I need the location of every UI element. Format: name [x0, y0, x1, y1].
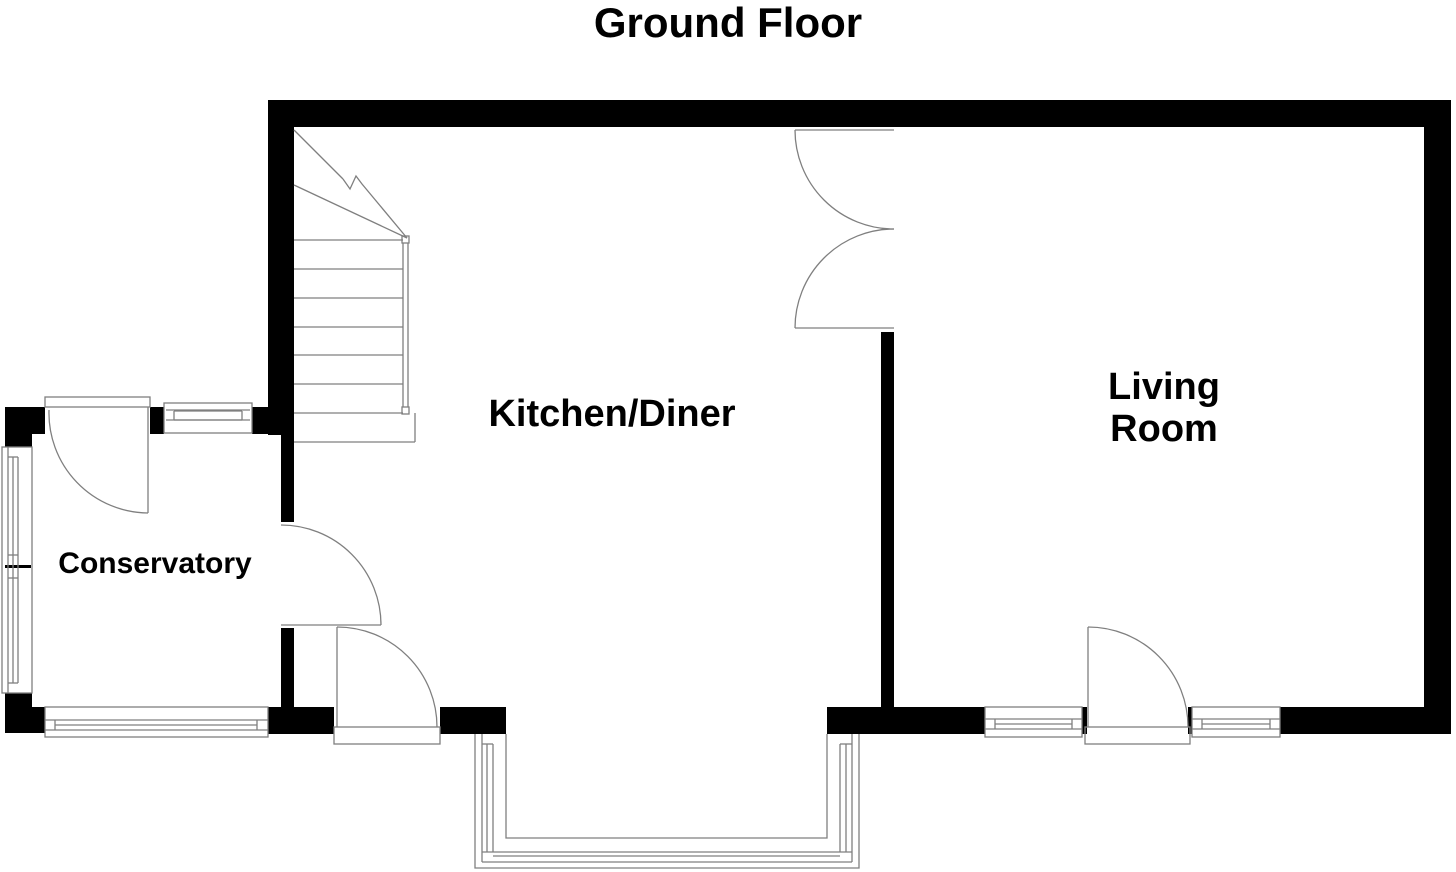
double-door-kitchen-living [794, 129, 895, 329]
wall-kitchen-left-mid [281, 430, 294, 522]
staircase [293, 129, 416, 443]
floor-title: Ground Floor [593, 0, 863, 46]
wall-bottom-kitchen-left [440, 707, 506, 734]
kitchen-bay-window [474, 734, 860, 869]
wall-bottom-kitchen-right [827, 707, 985, 734]
wall-kitchen-left-lower [281, 628, 294, 710]
conservatory-top-window [163, 402, 253, 434]
wall-conserv-bottom-left2 [5, 707, 45, 733]
room-label-living-line1: Living [1108, 366, 1220, 408]
conservatory-external-door [44, 396, 151, 514]
room-label-conservatory: Conservatory [58, 547, 252, 580]
living-room-external-door [1084, 626, 1191, 745]
conservatory-left-window [1, 446, 33, 694]
wall-top [268, 100, 1451, 127]
fixtures [1, 129, 1281, 869]
conservatory-bottom-window [44, 706, 269, 738]
wall-conserv-top-mid [150, 407, 164, 434]
wall-internal-kitchen-living [881, 332, 894, 712]
wall-right [1424, 100, 1451, 733]
room-label-living-room: Living Room [1064, 366, 1264, 450]
wall-bottom-living-mid [1082, 707, 1087, 734]
wall-kitchen-left-upper [268, 100, 294, 435]
wall-bottom-living-mid2 [1188, 707, 1192, 734]
kitchen-external-door [333, 626, 441, 745]
walls [5, 100, 1451, 734]
room-label-living-line2: Room [1110, 408, 1218, 450]
room-label-kitchen-diner: Kitchen/Diner [488, 393, 736, 435]
living-room-window-left [984, 706, 1083, 738]
wall-bottom-conserv-right [268, 707, 334, 734]
wall-bottom-living-right [1280, 707, 1451, 734]
wall-conserv-top-right [252, 407, 294, 434]
wall-conserv-top-left-down [5, 407, 32, 447]
conservatory-kitchen-door [280, 524, 382, 626]
living-room-window-right [1191, 706, 1281, 738]
